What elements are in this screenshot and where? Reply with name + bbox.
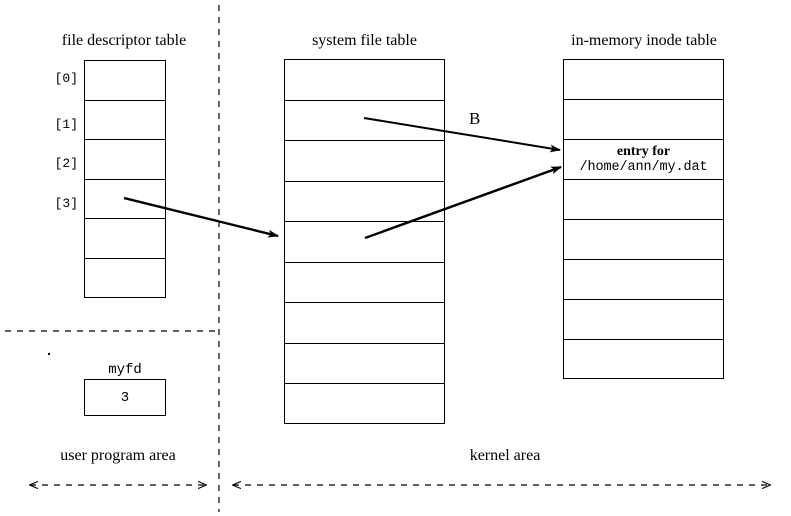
table-row[interactable] bbox=[564, 300, 723, 340]
stray-dot bbox=[48, 353, 50, 355]
inode-table-title: in-memory inode table bbox=[571, 32, 717, 49]
fd-index-label-1: [1] bbox=[54, 117, 78, 132]
kernel-area-label: kernel area bbox=[469, 447, 541, 464]
table-row[interactable] bbox=[85, 259, 165, 299]
fd-index-label-2: [2] bbox=[54, 156, 78, 171]
table-row[interactable] bbox=[285, 344, 444, 384]
table-row[interactable] bbox=[285, 263, 444, 303]
user-program-area-label: user program area bbox=[60, 447, 176, 464]
table-row[interactable] bbox=[564, 180, 723, 220]
myfd-box[interactable]: 3 bbox=[84, 379, 166, 416]
table-row[interactable] bbox=[564, 260, 723, 300]
fd-index-label-0: [0] bbox=[54, 71, 78, 86]
file-descriptor-table bbox=[84, 60, 166, 298]
table-row[interactable] bbox=[564, 340, 723, 380]
table-row[interactable] bbox=[285, 182, 444, 222]
inode-entry-label: entry for bbox=[616, 143, 671, 159]
table-row[interactable] bbox=[85, 101, 165, 141]
inode-entry-path: /home/ann/my.dat bbox=[579, 159, 708, 175]
system-file-table-title: system file table bbox=[312, 32, 417, 49]
myfd-label: myfd bbox=[108, 362, 142, 378]
table-row[interactable] bbox=[564, 60, 723, 100]
table-row[interactable] bbox=[285, 141, 444, 182]
table-row[interactable] bbox=[285, 222, 444, 263]
table-row[interactable] bbox=[285, 60, 444, 101]
table-row[interactable] bbox=[564, 100, 723, 140]
system-file-table bbox=[284, 59, 445, 424]
arrow-label-b: B bbox=[469, 109, 481, 128]
table-row[interactable] bbox=[285, 101, 444, 141]
table-row[interactable] bbox=[564, 220, 723, 260]
table-row[interactable] bbox=[85, 140, 165, 180]
fd-table-title: file descriptor table bbox=[61, 32, 187, 49]
inode-entry-row[interactable]: entry for /home/ann/my.dat bbox=[564, 140, 723, 180]
table-row[interactable] bbox=[85, 61, 165, 101]
inode-table: entry for /home/ann/my.dat bbox=[563, 59, 724, 379]
table-row[interactable] bbox=[85, 219, 165, 259]
table-row[interactable] bbox=[85, 180, 165, 220]
table-row[interactable] bbox=[285, 384, 444, 425]
fd-index-label-3: [3] bbox=[54, 196, 78, 211]
table-row[interactable] bbox=[285, 303, 444, 344]
